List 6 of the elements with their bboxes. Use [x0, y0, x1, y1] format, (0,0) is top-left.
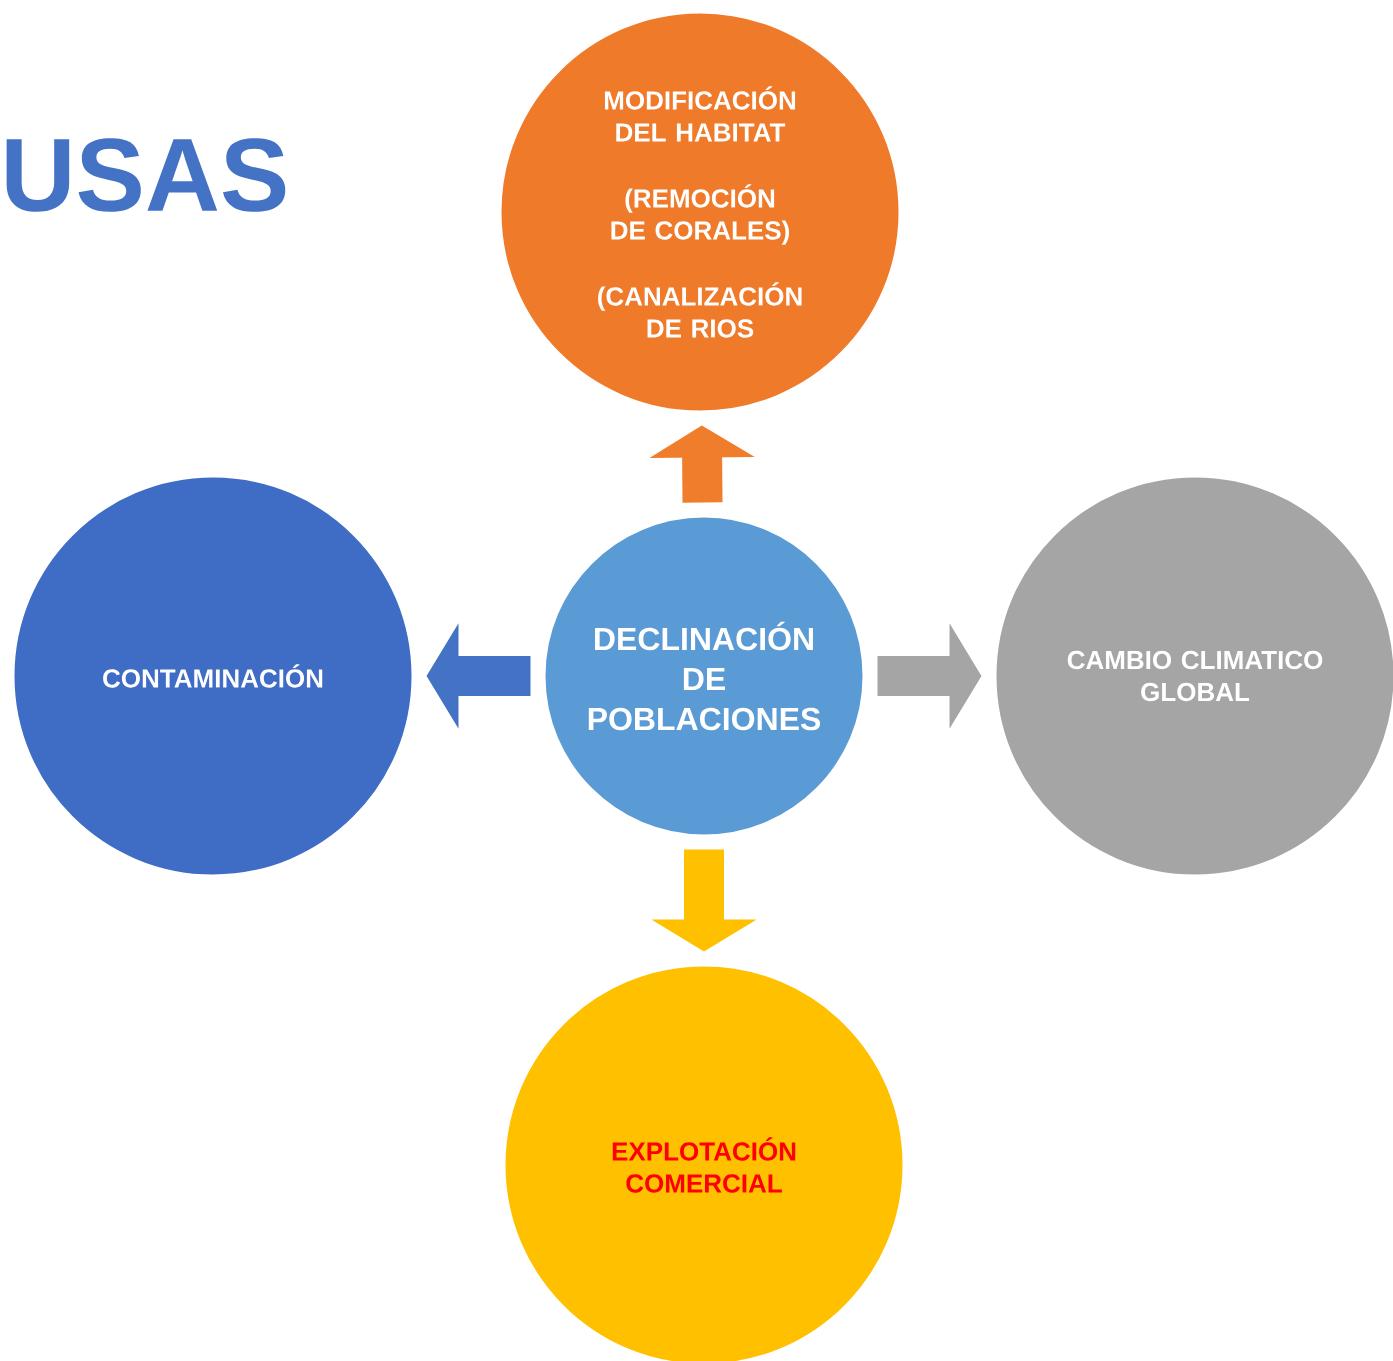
- circle-node: MODIFICACIÓN DEL HABITAT (REMOCIÓN DE CORALES) (CANALIZACIÓN DE RIOS: [498, 10, 902, 414]
- title: USAS: [6, 138, 286, 212]
- circle-node: DECLINACIÓN DE POBLACIONES: [542, 514, 866, 838]
- circle-node: EXPLOTACIÓN COMERCIAL: [502, 963, 906, 1361]
- circle-node: CONTAMINACIÓN: [11, 474, 415, 878]
- circle-node: CAMBIO CLIMATICO GLOBAL: [993, 474, 1393, 878]
